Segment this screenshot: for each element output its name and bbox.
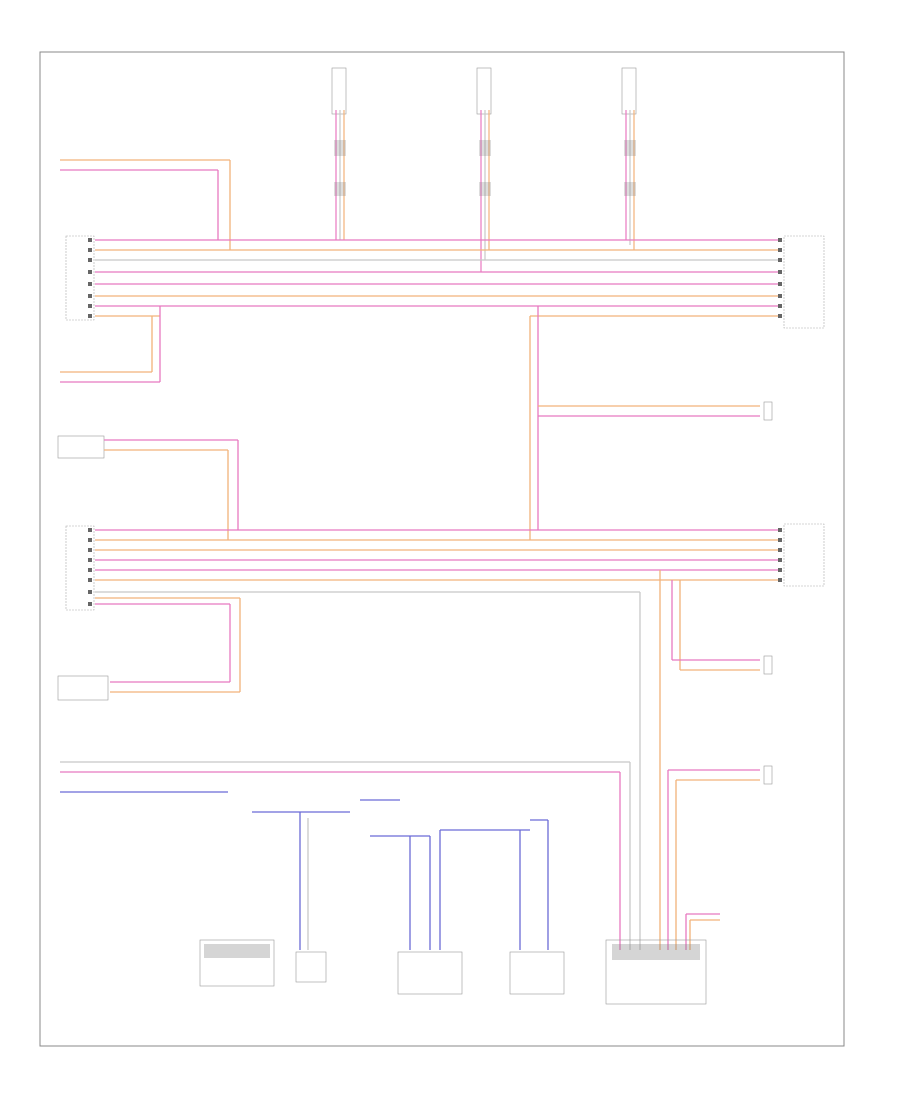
right-module-2 (778, 523, 825, 587)
bottom-connector-3 (397, 951, 463, 995)
right-module-1 (778, 235, 825, 329)
lower-left-wires (60, 761, 631, 950)
bottom-connector-1 (199, 939, 275, 987)
upper-bus (60, 159, 780, 383)
lower-bus (95, 529, 780, 693)
diagram-frame (39, 51, 845, 1047)
left-connector-mid-2 (57, 675, 109, 701)
top-connector-3 (621, 67, 637, 250)
bottom-connector-2 (295, 951, 327, 983)
left-module-1 (65, 235, 95, 321)
right-splice-2 (763, 655, 773, 785)
bottom-connector-4 (509, 951, 565, 995)
top-connector-1 (331, 67, 347, 240)
left-module-2 (65, 525, 95, 611)
right-drops (639, 570, 760, 950)
top-connector-2 (476, 67, 492, 272)
left-connector-mid-1 (57, 435, 239, 540)
right-splice-1 (763, 401, 773, 421)
center-trunk (529, 306, 760, 540)
bottom-connector-5 (605, 939, 707, 1005)
blue-network (252, 799, 549, 950)
